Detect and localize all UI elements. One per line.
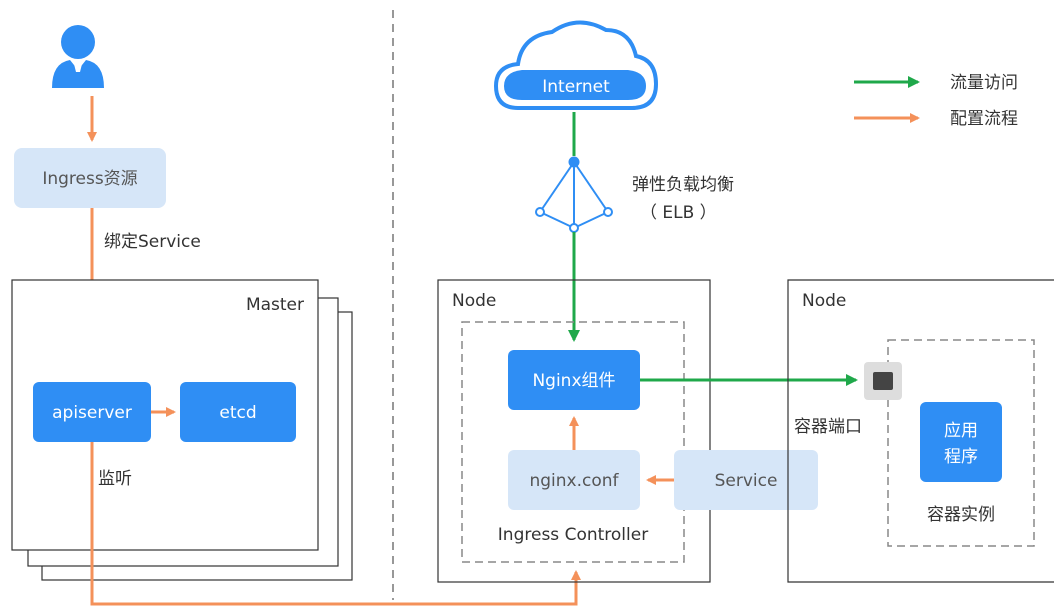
node1-frame xyxy=(437,279,711,583)
legend-traffic-label: 流量访问 xyxy=(950,73,1018,93)
nginx-label: Nginx组件 xyxy=(532,371,615,391)
nginx-box[interactable] xyxy=(508,350,640,410)
node1-title: Node xyxy=(452,291,496,311)
bind-service-label: 绑定Service xyxy=(104,232,201,252)
legend: 流量访问 配置流程 xyxy=(854,73,1018,129)
apiserver-box[interactable] xyxy=(33,382,151,442)
container-instance-frame xyxy=(887,339,1035,547)
nginx-conf-box[interactable] xyxy=(508,450,640,510)
master-title: Master xyxy=(246,295,304,315)
listen-flow-line xyxy=(90,442,581,606)
ingress-controller-label: Ingress Controller xyxy=(498,525,648,545)
service-label: Service xyxy=(715,471,778,491)
user-icon xyxy=(52,25,104,88)
ingress-controller-frame xyxy=(461,321,685,563)
listen-label: 监听 xyxy=(98,469,132,489)
node2-title: Node xyxy=(802,291,846,311)
node2-frame xyxy=(787,279,1054,583)
load-balancer-icon xyxy=(535,156,613,233)
elb-label-line2: （ ELB ） xyxy=(640,203,717,223)
app-label-line1: 应用 xyxy=(944,421,978,441)
container-port-icon[interactable] xyxy=(864,362,902,400)
service-box[interactable] xyxy=(674,450,818,510)
cloud-icon xyxy=(493,20,659,110)
etcd-box[interactable] xyxy=(180,382,296,442)
internet-label: Internet xyxy=(542,77,610,97)
apiserver-label: apiserver xyxy=(52,403,132,423)
app-label-line2: 程序 xyxy=(944,447,978,467)
etcd-label: etcd xyxy=(219,403,256,423)
elb-label-line1: 弹性负载均衡 xyxy=(632,175,734,195)
ingress-resource-label: Ingress资源 xyxy=(42,169,137,189)
container-instance-label: 容器实例 xyxy=(927,505,995,525)
ingress-resource-box[interactable] xyxy=(14,148,166,208)
legend-config-label: 配置流程 xyxy=(950,109,1018,129)
nginx-conf-label: nginx.conf xyxy=(529,471,619,491)
app-box[interactable] xyxy=(920,402,1002,482)
container-port-label: 容器端口 xyxy=(794,417,862,437)
